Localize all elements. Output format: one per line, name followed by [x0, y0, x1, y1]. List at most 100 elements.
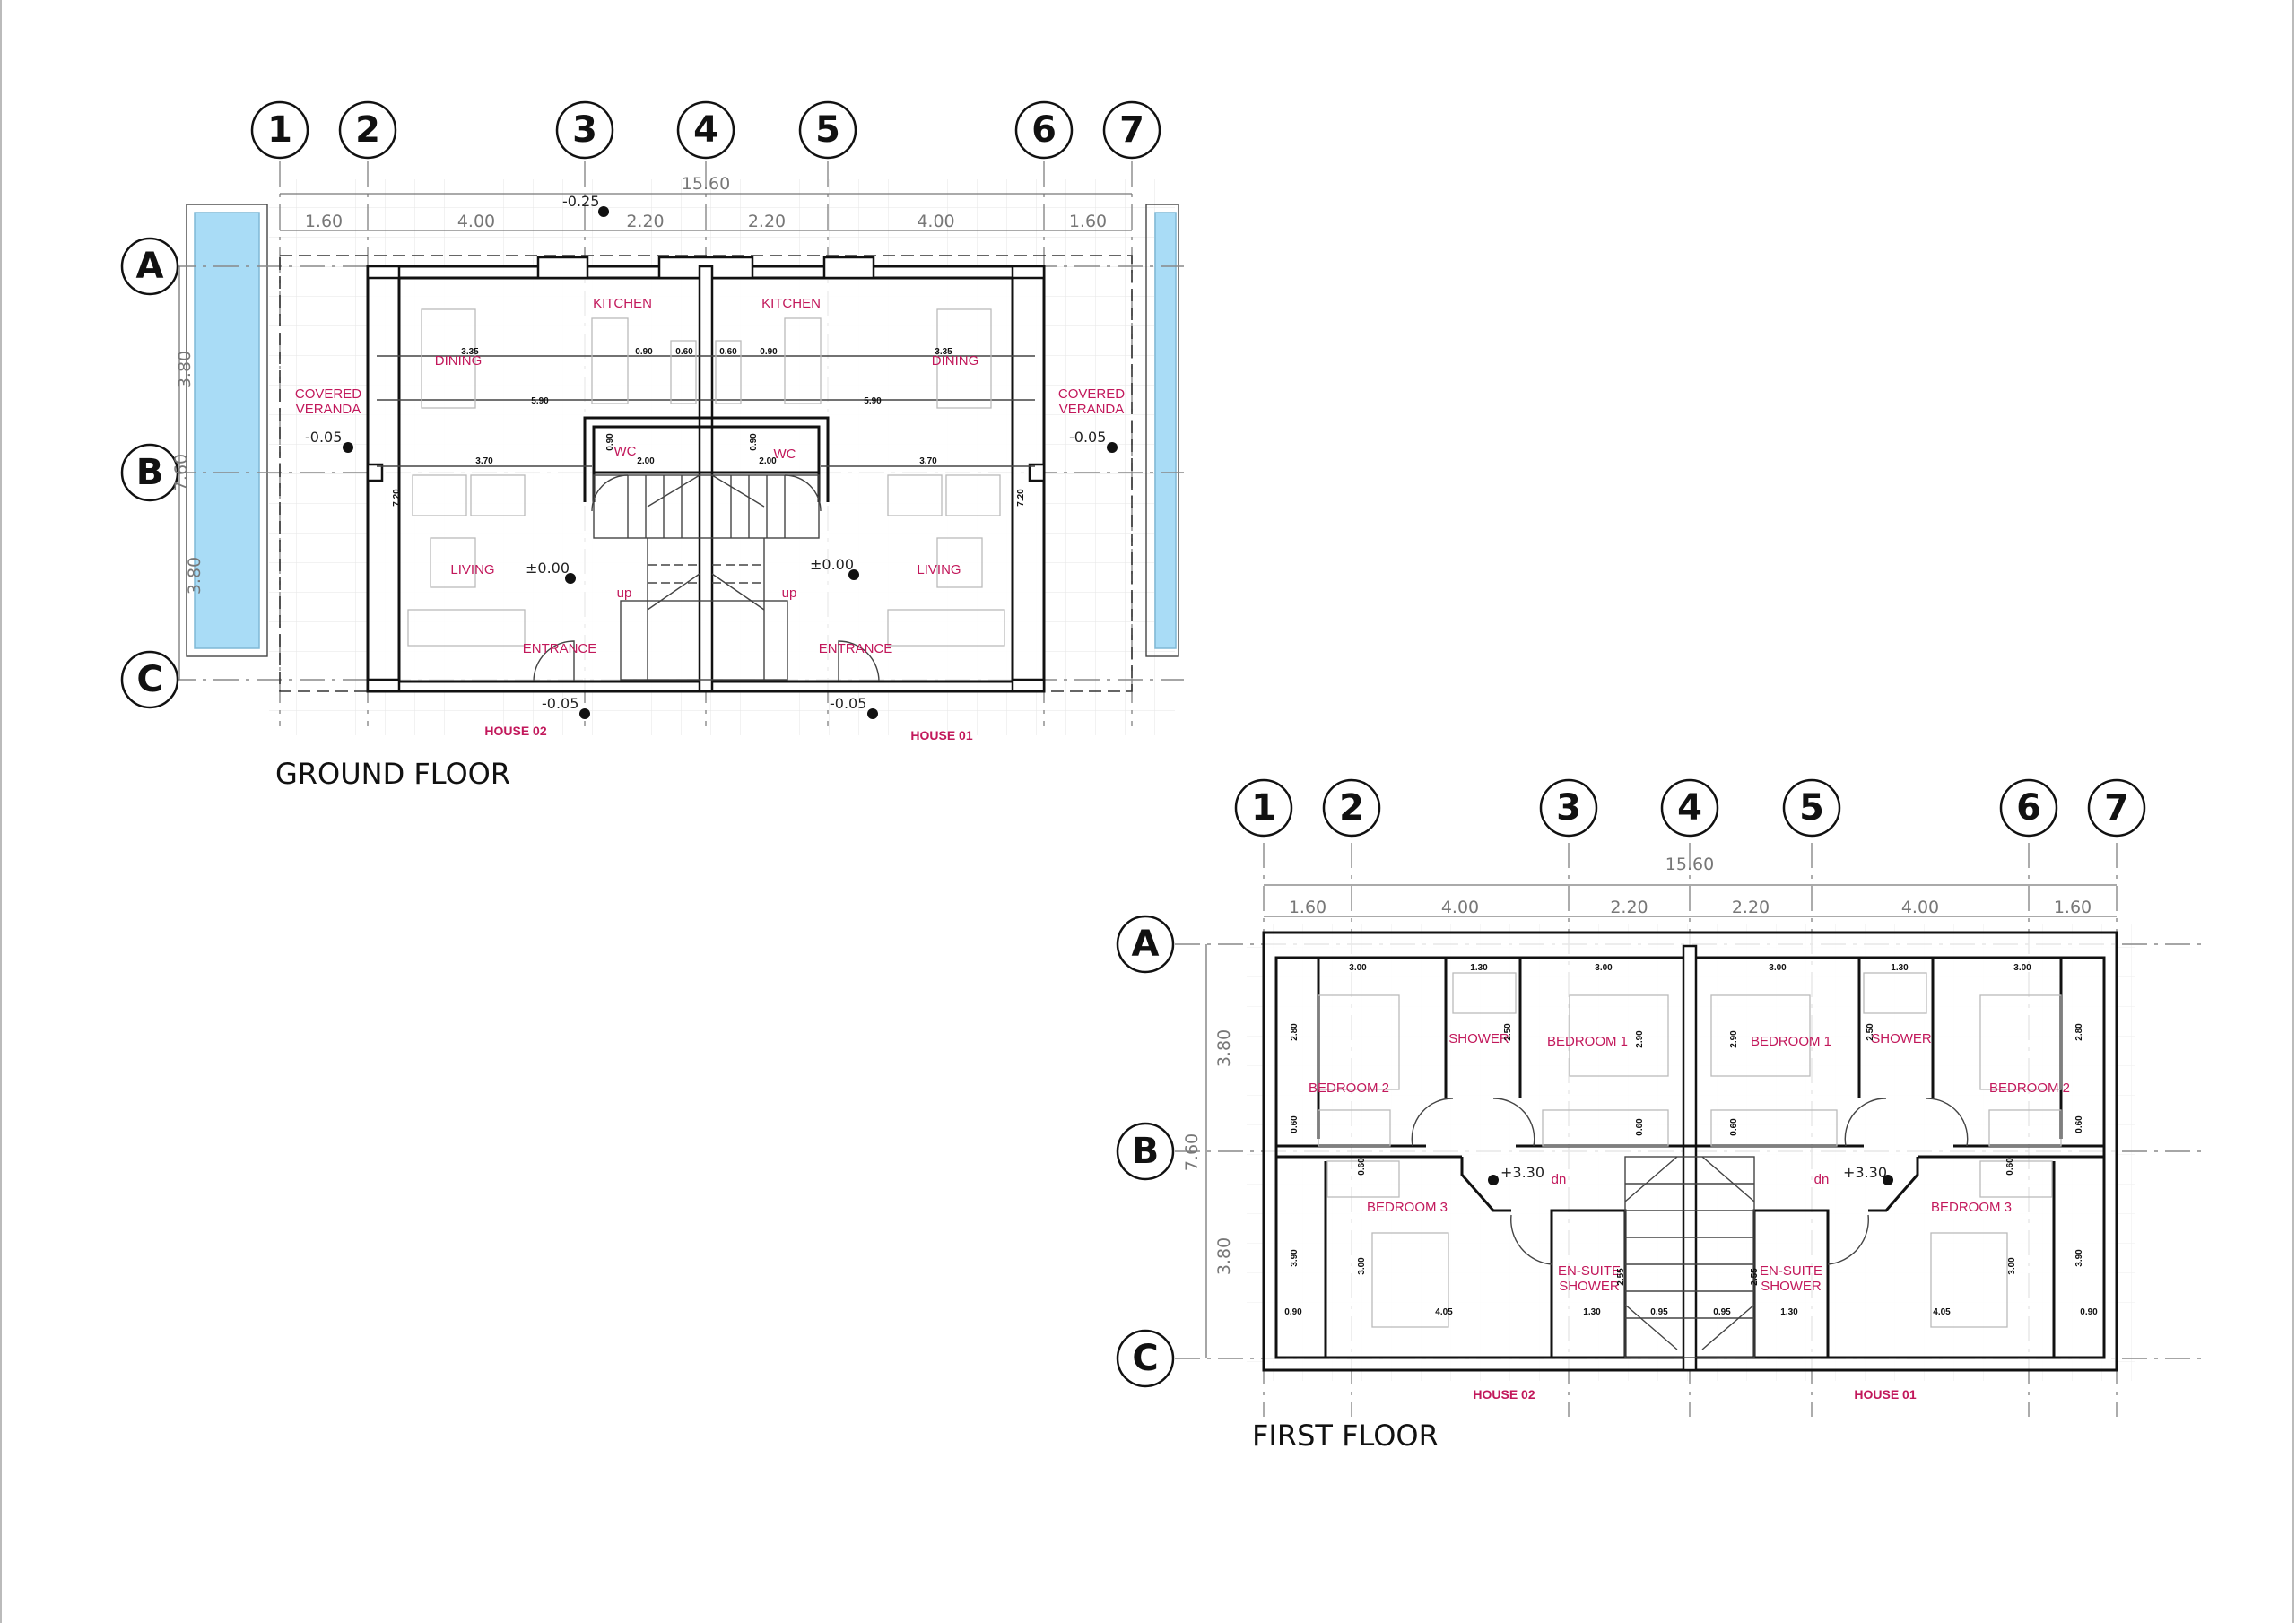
- dim-bay-width: 1.60: [2054, 898, 2092, 917]
- grid-bubble: [250, 100, 309, 160]
- inner-dim: 1.30: [1780, 1307, 1798, 1317]
- grid-row-label: B: [136, 452, 164, 493]
- room-label-shower: SHOWER: [1871, 1031, 1932, 1046]
- dim-bay-width: 4.00: [457, 212, 495, 231]
- inner-dim: 0.60: [1357, 1158, 1367, 1176]
- inner-dim: 2.80: [1290, 1023, 1300, 1041]
- grid-column-label: 4: [1677, 787, 1702, 829]
- inner-dim: 3.00: [1349, 963, 1367, 973]
- inner-dim: 0.60: [1635, 1118, 1645, 1136]
- inner-dim: 7.20: [1016, 489, 1026, 507]
- grid-column-label: 7: [2104, 787, 2129, 829]
- grid-column-label: 3: [572, 109, 597, 151]
- grid-bubble: [1660, 778, 1719, 838]
- inner-dim: 7.20: [392, 489, 402, 507]
- grid-bubble: [1014, 100, 1074, 160]
- grid-bubble: [1234, 778, 1293, 838]
- inner-dim: 5.90: [531, 396, 549, 406]
- room-label-bedroom-1: BEDROOM 1: [1547, 1034, 1628, 1049]
- room-label-veranda: VERANDA: [296, 402, 361, 417]
- room-label-entrance: ENTRANCE: [819, 641, 893, 656]
- dim-side: 3.80: [175, 351, 195, 388]
- dim-side: 3.80: [1214, 1237, 1234, 1275]
- inner-dim: 2.90: [1729, 1030, 1739, 1048]
- grid-column-label: 2: [1339, 787, 1364, 829]
- stair-up-label: up: [617, 586, 632, 601]
- inner-dim: 5.90: [864, 396, 882, 406]
- inner-dim: 0.90: [635, 347, 653, 357]
- inner-dim: 2.55: [1616, 1268, 1626, 1286]
- grid-bubble: [1102, 100, 1161, 160]
- grid-column-label: 1: [267, 109, 292, 151]
- grid-bubble: [1782, 778, 1841, 838]
- svg-text:±0.00: ±0.00: [810, 556, 854, 573]
- grid-bubble: [1116, 1329, 1175, 1388]
- grid-row-label: B: [1132, 1131, 1160, 1172]
- house-label: HOUSE 01: [910, 728, 972, 742]
- room-label-ensuite: EN-SUITE: [1558, 1263, 1621, 1279]
- room-label-bedroom-2: BEDROOM 2: [1309, 1081, 1389, 1096]
- stair-up-label: up: [782, 586, 797, 601]
- inner-dim: 0.90: [1284, 1307, 1302, 1317]
- inner-dim: 2.50: [1503, 1023, 1513, 1041]
- inner-dim: 3.00: [2007, 1257, 2017, 1275]
- room-label-wc: WC: [774, 447, 796, 462]
- grid-bubble: [1322, 778, 1381, 838]
- inner-dim: 2.80: [2074, 1023, 2084, 1041]
- inner-dim: 2.00: [759, 456, 777, 466]
- inner-dim: 0.60: [1729, 1118, 1739, 1136]
- house-label: HOUSE 02: [484, 724, 546, 738]
- grid-column-label: 1: [1251, 787, 1276, 829]
- inner-dim: 4.05: [1933, 1307, 1951, 1317]
- room-label-wc: WC: [614, 444, 637, 459]
- inner-dim: 1.30: [1470, 963, 1488, 973]
- grid-bubble: [120, 650, 179, 709]
- grid-row-label: A: [1132, 924, 1160, 965]
- grid-bubble: [1116, 915, 1175, 974]
- inner-dim: 2.50: [1866, 1023, 1875, 1041]
- grid-column-label: 4: [693, 109, 718, 151]
- dim-side: 7.60: [171, 454, 191, 491]
- level-marker: ±0.00: [526, 560, 576, 584]
- inner-dim: 0.60: [2005, 1158, 2015, 1176]
- grid-column-label: 5: [1799, 787, 1824, 829]
- inner-dim: 3.70: [919, 456, 937, 466]
- grid-column-label: 2: [355, 109, 380, 151]
- svg-text:-0.25: -0.25: [562, 193, 599, 210]
- room-label-shower: SHOWER: [1448, 1031, 1509, 1046]
- svg-text:±0.00: ±0.00: [526, 560, 570, 577]
- dim-side: 7.60: [1182, 1133, 1202, 1171]
- room-label-dining: DINING: [435, 353, 483, 369]
- inner-dim: 4.05: [1435, 1307, 1453, 1317]
- grid-row-label: C: [1132, 1338, 1158, 1379]
- room-label-bedroom-2: BEDROOM 2: [1989, 1081, 2070, 1096]
- inner-dim: 1.30: [1583, 1307, 1601, 1317]
- grid-bubble: [1116, 1122, 1175, 1181]
- dim-bay-width: 1.60: [1069, 212, 1107, 231]
- inner-dim: 2.00: [637, 456, 655, 466]
- ground-floor-title: GROUND FLOOR: [275, 757, 510, 791]
- inner-dim: 0.60: [1290, 1115, 1300, 1133]
- room-label-veranda: COVERED: [295, 386, 361, 402]
- dim-bay-width: 4.00: [1901, 898, 1939, 917]
- room-label-veranda: VERANDA: [1059, 402, 1125, 417]
- inner-dim: 3.00: [1769, 963, 1787, 973]
- grid-bubble: [1999, 778, 2058, 838]
- room-label-kitchen: KITCHEN: [593, 296, 652, 311]
- inner-dim: 3.90: [1290, 1249, 1300, 1267]
- inner-dim: 1.30: [1891, 963, 1909, 973]
- pool-left: [194, 212, 260, 649]
- room-label-veranda: COVERED: [1058, 386, 1125, 402]
- inner-dim: 0.60: [675, 347, 693, 357]
- room-label-bedroom-3: BEDROOM 3: [1931, 1200, 2012, 1215]
- room-label-bedroom-1: BEDROOM 1: [1751, 1034, 1831, 1049]
- inner-dim: 3.00: [2013, 963, 2031, 973]
- inner-dim: 0.90: [605, 433, 615, 451]
- level-marker: ±0.00: [810, 556, 859, 580]
- grid-bubble: [120, 443, 179, 502]
- stair-down-label: dn: [1552, 1172, 1567, 1187]
- grid-bubble: [555, 100, 614, 160]
- level-marker: -0.25: [562, 193, 609, 217]
